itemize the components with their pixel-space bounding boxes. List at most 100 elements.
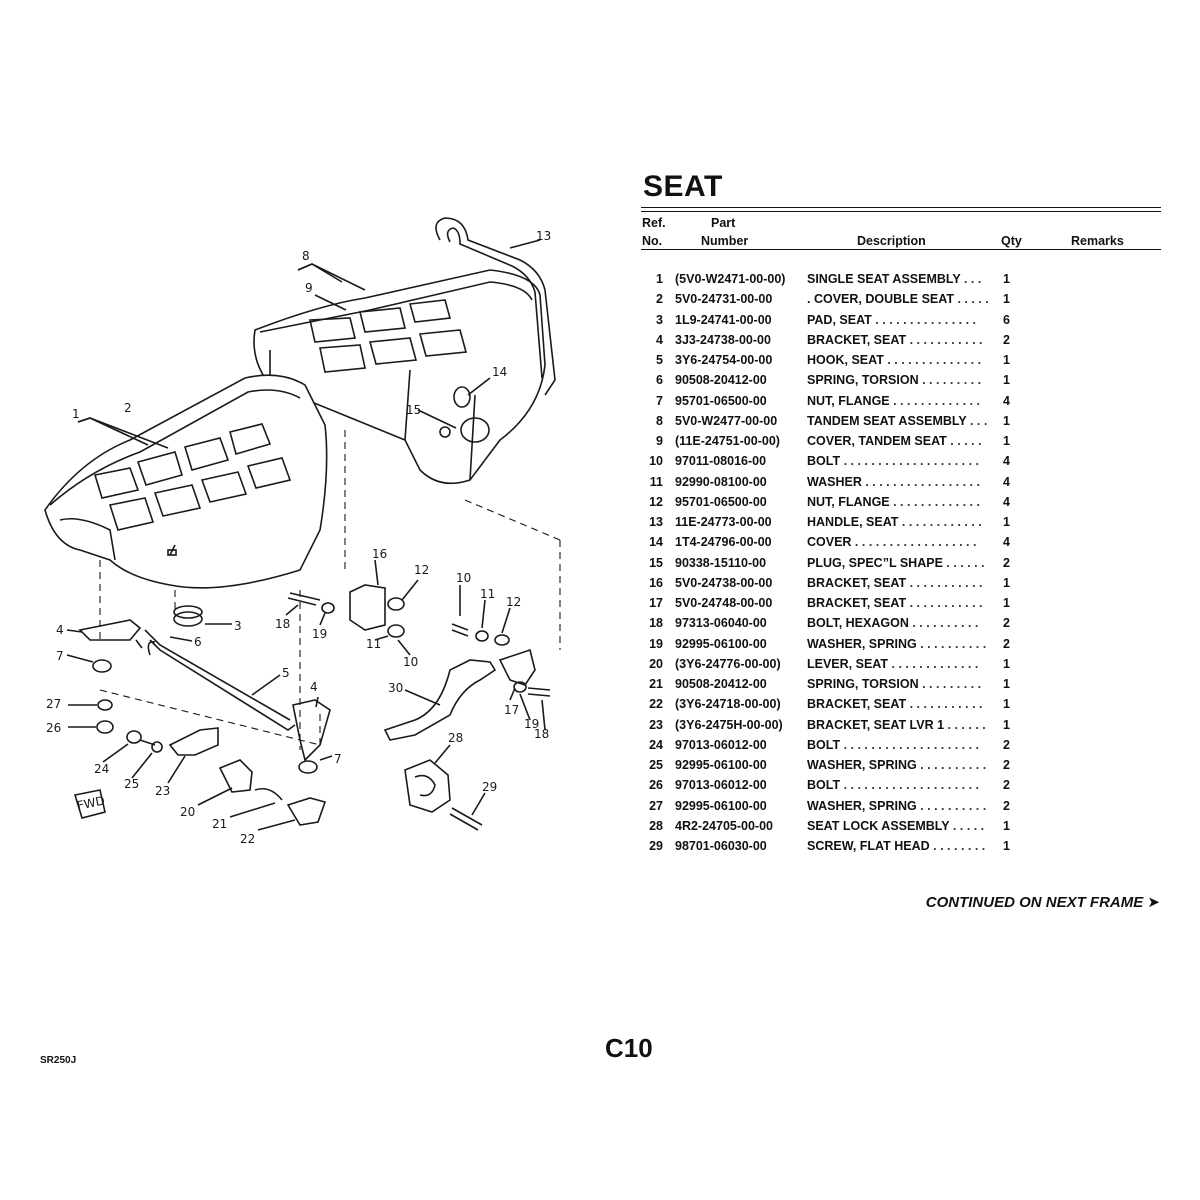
leader-dots: . . . . .	[949, 818, 985, 833]
qty-cell: 1	[1003, 596, 1010, 611]
header-ref-line2: No.	[642, 234, 663, 248]
leader-dots: . . . . . . . . . . . .	[898, 515, 982, 530]
qty-cell: 1	[1003, 717, 1010, 732]
ref-cell: 21	[649, 677, 663, 692]
description-cell: SPRING, TORSION . . . . . . . . .	[807, 370, 1003, 390]
part-number-cell: 90508-20412-00	[675, 373, 767, 388]
description-cell: COVER . . . . . . . . . . . . . . . . . …	[807, 532, 1003, 552]
part-number-cell: 5V0-24738-00-00	[675, 575, 773, 590]
ref-cell: 8	[656, 413, 663, 428]
ref-cell: 27	[649, 798, 663, 813]
description-cell: BRACKET, SEAT . . . . . . . . . . .	[807, 330, 1003, 350]
title-rule-secondary	[641, 211, 1161, 212]
callout-19: 19	[312, 627, 327, 641]
remarks-cell	[1043, 310, 1161, 330]
callout-numbers: 1 2 3 4 4 5 6 7 7 8 9 10 10 11 11 12 12 …	[46, 229, 551, 846]
description-text: NUT, FLANGE	[807, 393, 890, 408]
qty-cell: 1	[1003, 434, 1010, 449]
callout-7: 7	[56, 649, 64, 663]
description-cell: COVER, TANDEM SEAT . . . . .	[807, 431, 1003, 451]
leader-dots: . . . . . . . . . . . . . . . . . . . .	[840, 454, 980, 469]
table-row: 23(3Y6-2475H-00-00)BRACKET, SEAT LVR 1 .…	[641, 715, 1161, 735]
remarks-cell	[1043, 492, 1161, 512]
part-number-cell: 3Y6-24754-00-00	[675, 353, 773, 368]
description-cell: BRACKET, SEAT LVR 1 . . . . . .	[807, 715, 1003, 735]
ref-cell: 29	[649, 839, 663, 854]
single-seat-drawing	[44, 374, 328, 589]
part-number-cell: 97013-06012-00	[675, 778, 767, 793]
leader-dots: . . . . .	[954, 292, 989, 307]
table-row: 1(5V0-W2471-00-00)SINGLE SEAT ASSEMBLY .…	[641, 269, 1161, 289]
ref-cell: 13	[649, 515, 663, 530]
ref-cell: 12	[649, 494, 663, 509]
seat-handle-drawing	[435, 217, 556, 443]
qty-cell: 1	[1003, 839, 1010, 854]
leader-dots: . . . . . .	[942, 555, 985, 570]
description-cell: BOLT, HEXAGON . . . . . . . . . .	[807, 613, 1003, 633]
description-text: BOLT	[807, 778, 841, 793]
leader-dots: . . . . . . . . . . .	[906, 596, 983, 611]
description-text: PAD, SEAT	[807, 312, 872, 327]
title-rule	[641, 207, 1161, 208]
description-text: BOLT	[807, 737, 841, 752]
ref-cell: 10	[649, 454, 663, 469]
remarks-cell	[1043, 593, 1161, 613]
description-cell: BOLT . . . . . . . . . . . . . . . . . .…	[807, 735, 1003, 755]
leader-dots: . . . . . . . . . . . . .	[889, 393, 980, 408]
description-cell: BRACKET, SEAT . . . . . . . . . . .	[807, 573, 1003, 593]
description-text: BRACKET, SEAT	[807, 575, 907, 590]
description-text: WASHER	[807, 474, 862, 489]
leader-dots: . . . . . . . .	[929, 839, 986, 854]
leader-dots: . . . . . . . . . . . . .	[888, 656, 979, 671]
parts-table-body: 1(5V0-W2471-00-00)SINGLE SEAT ASSEMBLY .…	[641, 269, 1161, 856]
callout-10: 10	[456, 571, 471, 585]
header-remarks: Remarks	[1071, 234, 1124, 248]
leader-dots: . . . . . . . . .	[918, 677, 982, 692]
description-text: SPRING, TORSION	[807, 373, 919, 388]
fwd-stamp: FWD	[76, 793, 106, 813]
description-text: SCREW, FLAT HEAD	[807, 839, 930, 854]
ref-cell: 1	[656, 272, 663, 287]
callout-10b: 10	[403, 655, 418, 669]
remarks-cell	[1043, 694, 1161, 714]
callout-8: 8	[302, 249, 310, 263]
description-text: BOLT, HEXAGON	[807, 616, 909, 631]
qty-cell: 4	[1003, 494, 1010, 509]
qty-cell: 1	[1003, 272, 1010, 287]
remarks-cell	[1043, 330, 1161, 350]
remarks-cell	[1043, 472, 1161, 492]
qty-cell: 2	[1003, 758, 1010, 773]
remarks-cell	[1043, 411, 1161, 431]
ref-cell: 2	[656, 292, 663, 307]
callout-11b: 11	[366, 637, 381, 651]
ref-cell: 11	[649, 474, 663, 489]
callout-26: 26	[46, 721, 61, 735]
part-number-cell: (11E-24751-00-00)	[675, 434, 780, 449]
ref-cell: 15	[649, 555, 663, 570]
description-cell: SPRING, TORSION . . . . . . . . .	[807, 674, 1003, 694]
qty-cell: 2	[1003, 737, 1010, 752]
callout-6: 6	[194, 635, 202, 649]
description-cell: SEAT LOCK ASSEMBLY . . . . .	[807, 816, 1003, 836]
remarks-cell	[1043, 775, 1161, 795]
continued-arrow-icon: ➤	[1147, 894, 1160, 911]
callout-1: 1	[72, 407, 80, 421]
ref-cell: 14	[649, 535, 663, 550]
ref-cell: 5	[656, 353, 663, 368]
part-number-cell: (5V0-W2471-00-00)	[675, 272, 786, 287]
description-text: SPRING, TORSION	[807, 677, 919, 692]
leader-dots: . . . . . . . . . . .	[906, 332, 983, 347]
model-code: SR250J	[40, 1055, 77, 1066]
callout-25: 25	[124, 777, 139, 791]
leader-dots: . . . . . . . . . . . . . .	[883, 353, 982, 368]
header-description: Description	[857, 234, 926, 248]
description-text: LEVER, SEAT	[807, 656, 889, 671]
part-number-cell: 97013-06012-00	[675, 737, 767, 752]
ref-cell: 19	[649, 636, 663, 651]
